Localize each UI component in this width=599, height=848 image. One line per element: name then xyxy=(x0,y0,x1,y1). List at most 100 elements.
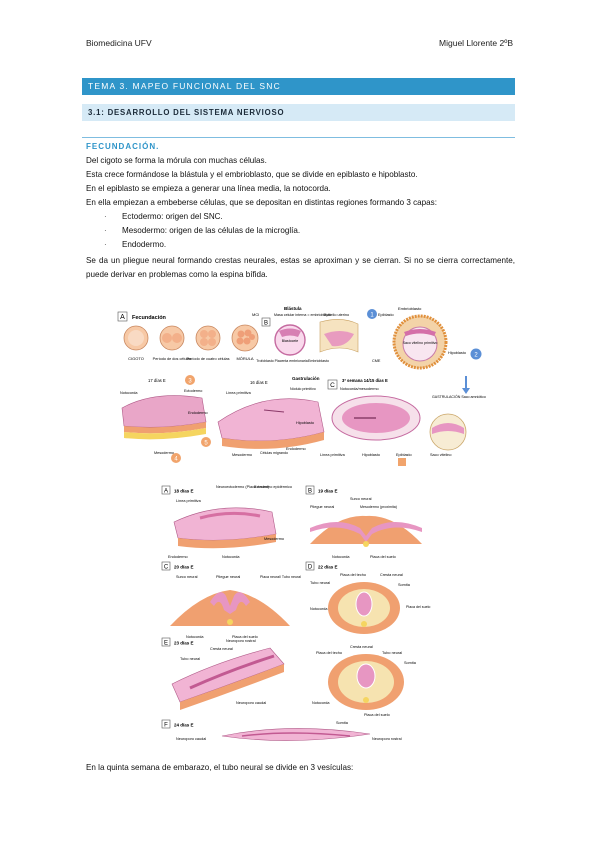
label-cme: CME xyxy=(372,359,381,363)
panel-b-letter: B xyxy=(308,489,312,495)
panel-d-letter: D xyxy=(308,565,313,571)
list-item: ·Mesodermo: origen de las células de la … xyxy=(104,226,301,235)
label-masa-celular: Masa celular interna = embrioblasto xyxy=(274,313,331,317)
label-neuroporo-caudal-2: Neuroporo caudal xyxy=(176,737,206,741)
label-hipoblasto-2: Hipoblasto xyxy=(296,421,314,425)
label-notocorda-2: Notocorda xyxy=(332,555,350,559)
label-neuroporo-caudal: Neuroporo caudal xyxy=(236,701,266,705)
two-cell-illustration xyxy=(159,325,185,351)
label-placa-suelo-2: Placa del suelo xyxy=(232,635,258,639)
label-cuatro-celulas: Período de cuatro células xyxy=(186,357,229,361)
list-item-text: Mesodermo: origen de las células de la m… xyxy=(122,226,301,235)
list-item: ·Ectodermo: origen del SNC. xyxy=(104,212,223,221)
panel-f-letter: F xyxy=(164,723,168,729)
figure-fecundacion-gastrulacion: A Fecundación CIGOTO Período de dos célu… xyxy=(114,304,486,467)
label-linea-primitiva: Línea primitiva xyxy=(176,499,202,503)
panel-c-letter: C xyxy=(330,382,335,389)
panel-b-letter: B xyxy=(264,321,268,327)
neural-plate-illustration xyxy=(173,507,277,549)
label-blastula: Blástula xyxy=(284,306,302,311)
label-tubo-neural-2: Tubo neural xyxy=(180,657,200,661)
label-tubo-neural-3: Tubo neural xyxy=(382,651,402,655)
panel-c-title: 20 días E xyxy=(174,565,194,570)
label-dos-celulas: Período de dos células xyxy=(153,357,192,361)
cigoto-illustration xyxy=(123,325,149,351)
label-surco-neural-2: Surco neural xyxy=(176,575,198,579)
label-linea-primitiva-2: Línea primitiva xyxy=(320,453,346,457)
label-epitelio-uterino: Epitelio uterino xyxy=(324,313,349,317)
label-notocorda-mesodermo: Notocorda/mesodermo xyxy=(340,387,379,391)
label-placa-tubo: Placa neural/ Tubo neural xyxy=(260,575,301,579)
panel-a-title: 18 días E xyxy=(174,489,194,494)
label-neuroectodermo: Neuroectodermo (Placa neural) xyxy=(216,485,270,489)
label-placa-suelo-3: Placa del suelo xyxy=(406,605,430,609)
label-endodermo: Endodermo xyxy=(188,411,208,415)
label-endodermo-2: Endodermo xyxy=(286,447,306,451)
label-placa-techo-2: Placa del techo xyxy=(316,651,342,655)
list-item-text: Ectodermo: origen del SNC. xyxy=(122,212,223,221)
header-right: Miguel Llorente 2ºB xyxy=(439,38,513,48)
label-epiblasto: Epiblasto xyxy=(378,313,394,317)
label-placa-techo: Placa del techo xyxy=(340,573,366,577)
four-cell-illustration xyxy=(195,325,221,351)
label-saco-vitelino-2: Saco vitelino xyxy=(430,453,452,457)
panel-a-letter: A xyxy=(164,489,168,495)
header-left: Biomedicina UFV xyxy=(86,38,152,48)
closed-tube-section-illustration xyxy=(328,654,404,710)
blastocyst-section-illustration xyxy=(392,314,448,370)
label-pliegue-neural: Pliegue neural xyxy=(310,505,334,509)
label-cresta-neural: Cresta neural xyxy=(380,573,403,577)
label-16-dias: 16 días E xyxy=(250,380,268,385)
gastrulation-disc-illustration xyxy=(217,398,325,449)
section-title: 3.1: DESARROLLO DEL SISTEMA NERVIOSO xyxy=(82,104,515,121)
label-placa-suelo-4: Placa del suelo xyxy=(364,713,390,717)
paragraph-4: En ella empiezan a embeberse células, qu… xyxy=(86,198,437,207)
label-hipoblasto-3: Hipoblasto xyxy=(362,453,380,457)
label-somita-2: Somita xyxy=(404,661,417,665)
panel-f-title: 24 días E xyxy=(174,723,194,728)
label-hipoblasto: Hipoblasto xyxy=(448,351,466,355)
label-mesodermo: Mesodermo xyxy=(154,451,174,455)
label-mesodermo: Mesodermo xyxy=(264,537,284,541)
label-gastrulacion: Gastrulación xyxy=(292,376,320,381)
neural-fold-section-illustration xyxy=(170,590,290,626)
trilaminar-disc-illustration xyxy=(121,395,207,440)
label-notocorda-3: Notocorda xyxy=(186,635,204,639)
label-gastrulacion-saco: GASTRULACIÓN Saco amniótico xyxy=(432,394,486,399)
label-notocorda: Notocorda xyxy=(120,391,138,395)
list-item-text: Endodermo. xyxy=(122,240,167,249)
label-linea-primitiva: Línea primitiva xyxy=(226,391,252,395)
subsection-title: FECUNDACIÓN. xyxy=(86,142,160,151)
label-notocorda-4: Notocorda xyxy=(310,607,328,611)
label-embrioblasto-2: Embrioblasto xyxy=(398,306,422,311)
label-surco-neural: Surco neural xyxy=(350,497,372,501)
label-cresta-neural-3: Cresta neural xyxy=(350,645,373,649)
chapter-title: TEMA 3. MAPEO FUNCIONAL DEL SNC xyxy=(82,78,515,95)
badge-1: 1 xyxy=(370,313,374,319)
label-mci: MCI xyxy=(252,312,259,317)
figure-neurulacion: A 18 días E Neuroectodermo (Placa neural… xyxy=(160,478,440,750)
label-mesodermo-2: Mesodermo xyxy=(232,453,252,457)
panel-a-letter: A xyxy=(120,314,125,321)
badge-4: 4 xyxy=(174,457,178,463)
label-somita-3: Somita xyxy=(336,721,349,725)
label-placa-suelo: Placa del suelo xyxy=(370,555,396,559)
label-blastocele: Blastocele xyxy=(282,339,299,343)
label-ectodermo-epidermico: Ectodermo epidérmico xyxy=(254,485,292,489)
neural-groove-section-illustration xyxy=(310,515,422,547)
panel-d-title: 22 días E xyxy=(318,565,338,570)
label-mesodermo-proximita: Mesodermo (proximita) xyxy=(360,505,397,509)
label-neuroporo-rostral: Neuroporo rostral xyxy=(226,639,256,643)
blastula-illustration xyxy=(274,324,306,356)
label-embrioblasto: Embrioblasto xyxy=(308,359,329,363)
badge-2: 2 xyxy=(474,353,478,359)
neural-tube-section-illustration xyxy=(328,582,400,634)
label-nodulo: Nódulo primitivo xyxy=(290,387,316,391)
label-17-dias: 17 días E xyxy=(148,378,166,383)
flow-arrow-head xyxy=(462,388,470,394)
embryo-24-days-illustration xyxy=(221,728,371,741)
panel-e-letter: E xyxy=(164,641,168,647)
panel-e-title: 23 días E xyxy=(174,641,194,646)
label-somita: Somita xyxy=(398,583,411,587)
panel-c-letter: C xyxy=(164,565,169,571)
